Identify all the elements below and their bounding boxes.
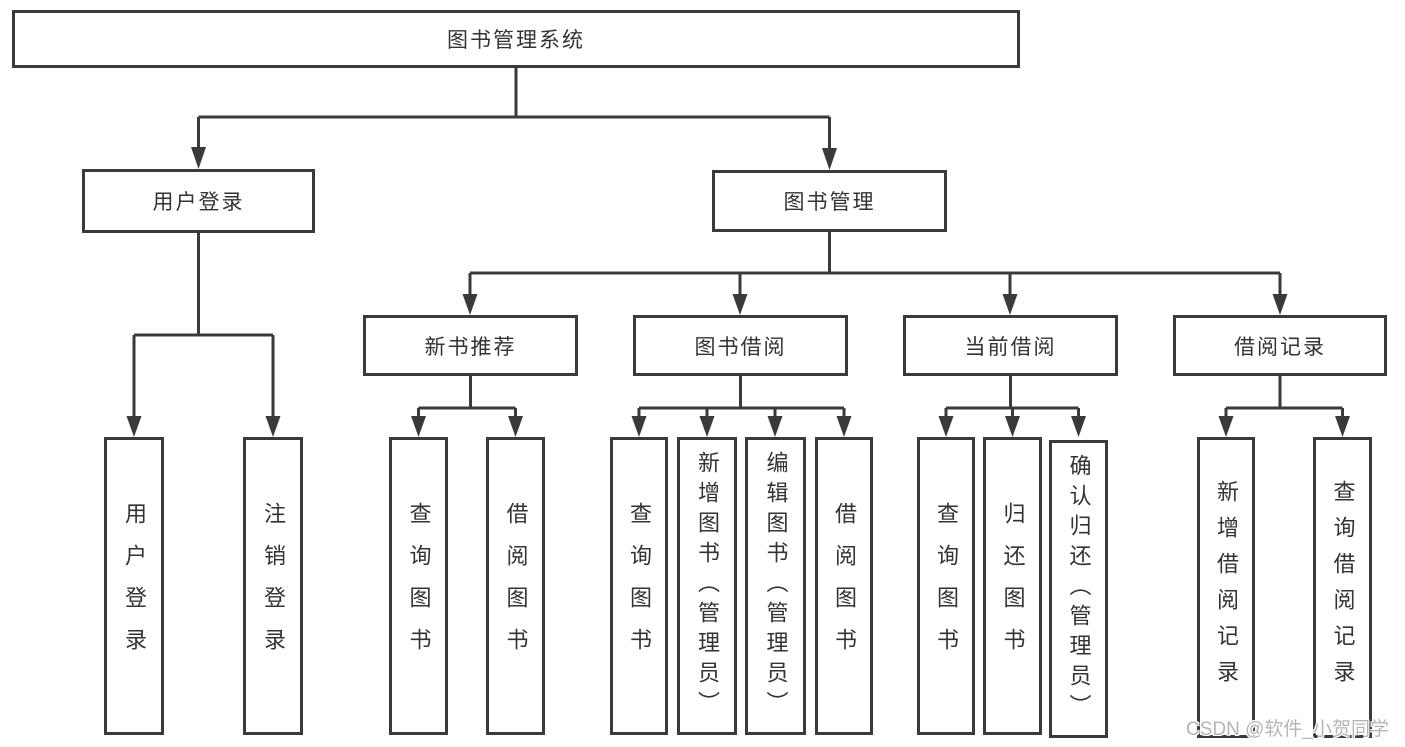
- arrowhead-book-borrow: [732, 294, 748, 315]
- arrowhead-current-borrow: [1002, 294, 1018, 315]
- leaf-label: 借阅图书: [832, 502, 857, 670]
- connector-current-borrow-group: [944, 376, 1080, 418]
- leaf-edit-books-admin: 编辑图书（管理员）: [745, 437, 806, 735]
- leaf-query-books-recommend: 查询图书: [389, 437, 448, 735]
- node-new-book-recommend: 新书推荐: [363, 315, 578, 376]
- leaf-label: 查询图书: [934, 502, 959, 670]
- arrowhead-c4: [836, 416, 852, 437]
- arrowhead-leaf-login: [126, 416, 142, 437]
- leaf-label: 查询图书: [406, 502, 432, 670]
- arrowhead-b1: [411, 416, 426, 437]
- node-borrow-records: 借阅记录: [1173, 315, 1387, 376]
- arrowhead-c3: [767, 416, 783, 437]
- leaf-label: 注销登录: [261, 502, 286, 670]
- leaf-return-books: 归还图书: [983, 437, 1042, 735]
- node-label: 图书借阅: [694, 335, 787, 359]
- node-library-management-system: 图书管理系统: [12, 10, 1020, 68]
- leaf-label: 借阅图书: [503, 502, 529, 670]
- node-book-borrow: 图书借阅: [633, 315, 848, 376]
- leaf-label: 归还图书: [1000, 502, 1026, 670]
- node-label: 借阅记录: [1234, 335, 1326, 359]
- leaf-label: 确认归还（管理员）: [1066, 454, 1092, 724]
- leaf-add-borrow-record: 新增借阅记录: [1197, 437, 1255, 738]
- arrowhead-new-book-recommend: [462, 294, 478, 315]
- arrowhead-borrow-records: [1272, 294, 1288, 315]
- leaf-add-books-admin: 新增图书（管理员）: [677, 437, 737, 735]
- leaf-label: 查询借阅记录: [1330, 479, 1356, 696]
- connector-book-borrow-group: [637, 376, 846, 418]
- leaf-confirm-return-admin: 确认归还（管理员）: [1049, 440, 1108, 738]
- connector-root-to-level2: [197, 68, 831, 151]
- arrowhead-d1: [938, 416, 954, 437]
- arrowhead-b2: [508, 416, 523, 437]
- arrowhead-c1: [631, 416, 647, 437]
- arrowhead-user-login: [191, 147, 206, 169]
- node-label: 图书管理系统: [447, 29, 585, 52]
- node-label: 图书管理: [783, 191, 876, 214]
- leaf-user-login: 用户登录: [104, 437, 164, 735]
- csdn-watermark: CSDN @软件_小贺同学: [1186, 719, 1389, 740]
- leaf-borrow-books: 借阅图书: [815, 437, 873, 735]
- leaf-query-books-borrow: 查询图书: [610, 437, 668, 735]
- node-label: 新书推荐: [424, 335, 517, 359]
- node-user-login: 用户登录: [82, 169, 315, 233]
- leaf-borrow-books-recommend: 借阅图书: [486, 437, 545, 735]
- leaf-label: 查询图书: [627, 502, 652, 670]
- node-book-management: 图书管理: [712, 170, 947, 232]
- leaf-label: 用户登录: [122, 502, 147, 670]
- connector-book-management-group: [468, 232, 1282, 296]
- connector-user-login-group: [132, 233, 275, 418]
- leaf-logout: 注销登录: [243, 437, 303, 735]
- leaf-query-books-current: 查询图书: [917, 437, 975, 735]
- node-label: 用户登录: [152, 191, 245, 214]
- leaf-label: 编辑图书（管理员）: [763, 451, 789, 721]
- arrowhead-leaf-logout: [265, 416, 281, 437]
- arrowhead-e2: [1335, 416, 1350, 437]
- arrowhead-d2: [1005, 416, 1020, 437]
- leaf-label: 新增图书（管理员）: [695, 451, 720, 721]
- arrowhead-e1: [1218, 416, 1234, 437]
- arrowhead-book-management: [822, 148, 837, 170]
- connector-borrow-records-group: [1224, 376, 1344, 418]
- connector-new-book-recommend-group: [417, 376, 517, 418]
- arrowhead-d3: [1071, 416, 1086, 437]
- arrowhead-c2: [699, 416, 715, 437]
- node-current-borrow: 当前借阅: [903, 315, 1118, 376]
- leaf-query-borrow-record: 查询借阅记录: [1313, 437, 1372, 738]
- leaf-label: 新增借阅记录: [1214, 479, 1239, 696]
- node-label: 当前借阅: [964, 335, 1057, 359]
